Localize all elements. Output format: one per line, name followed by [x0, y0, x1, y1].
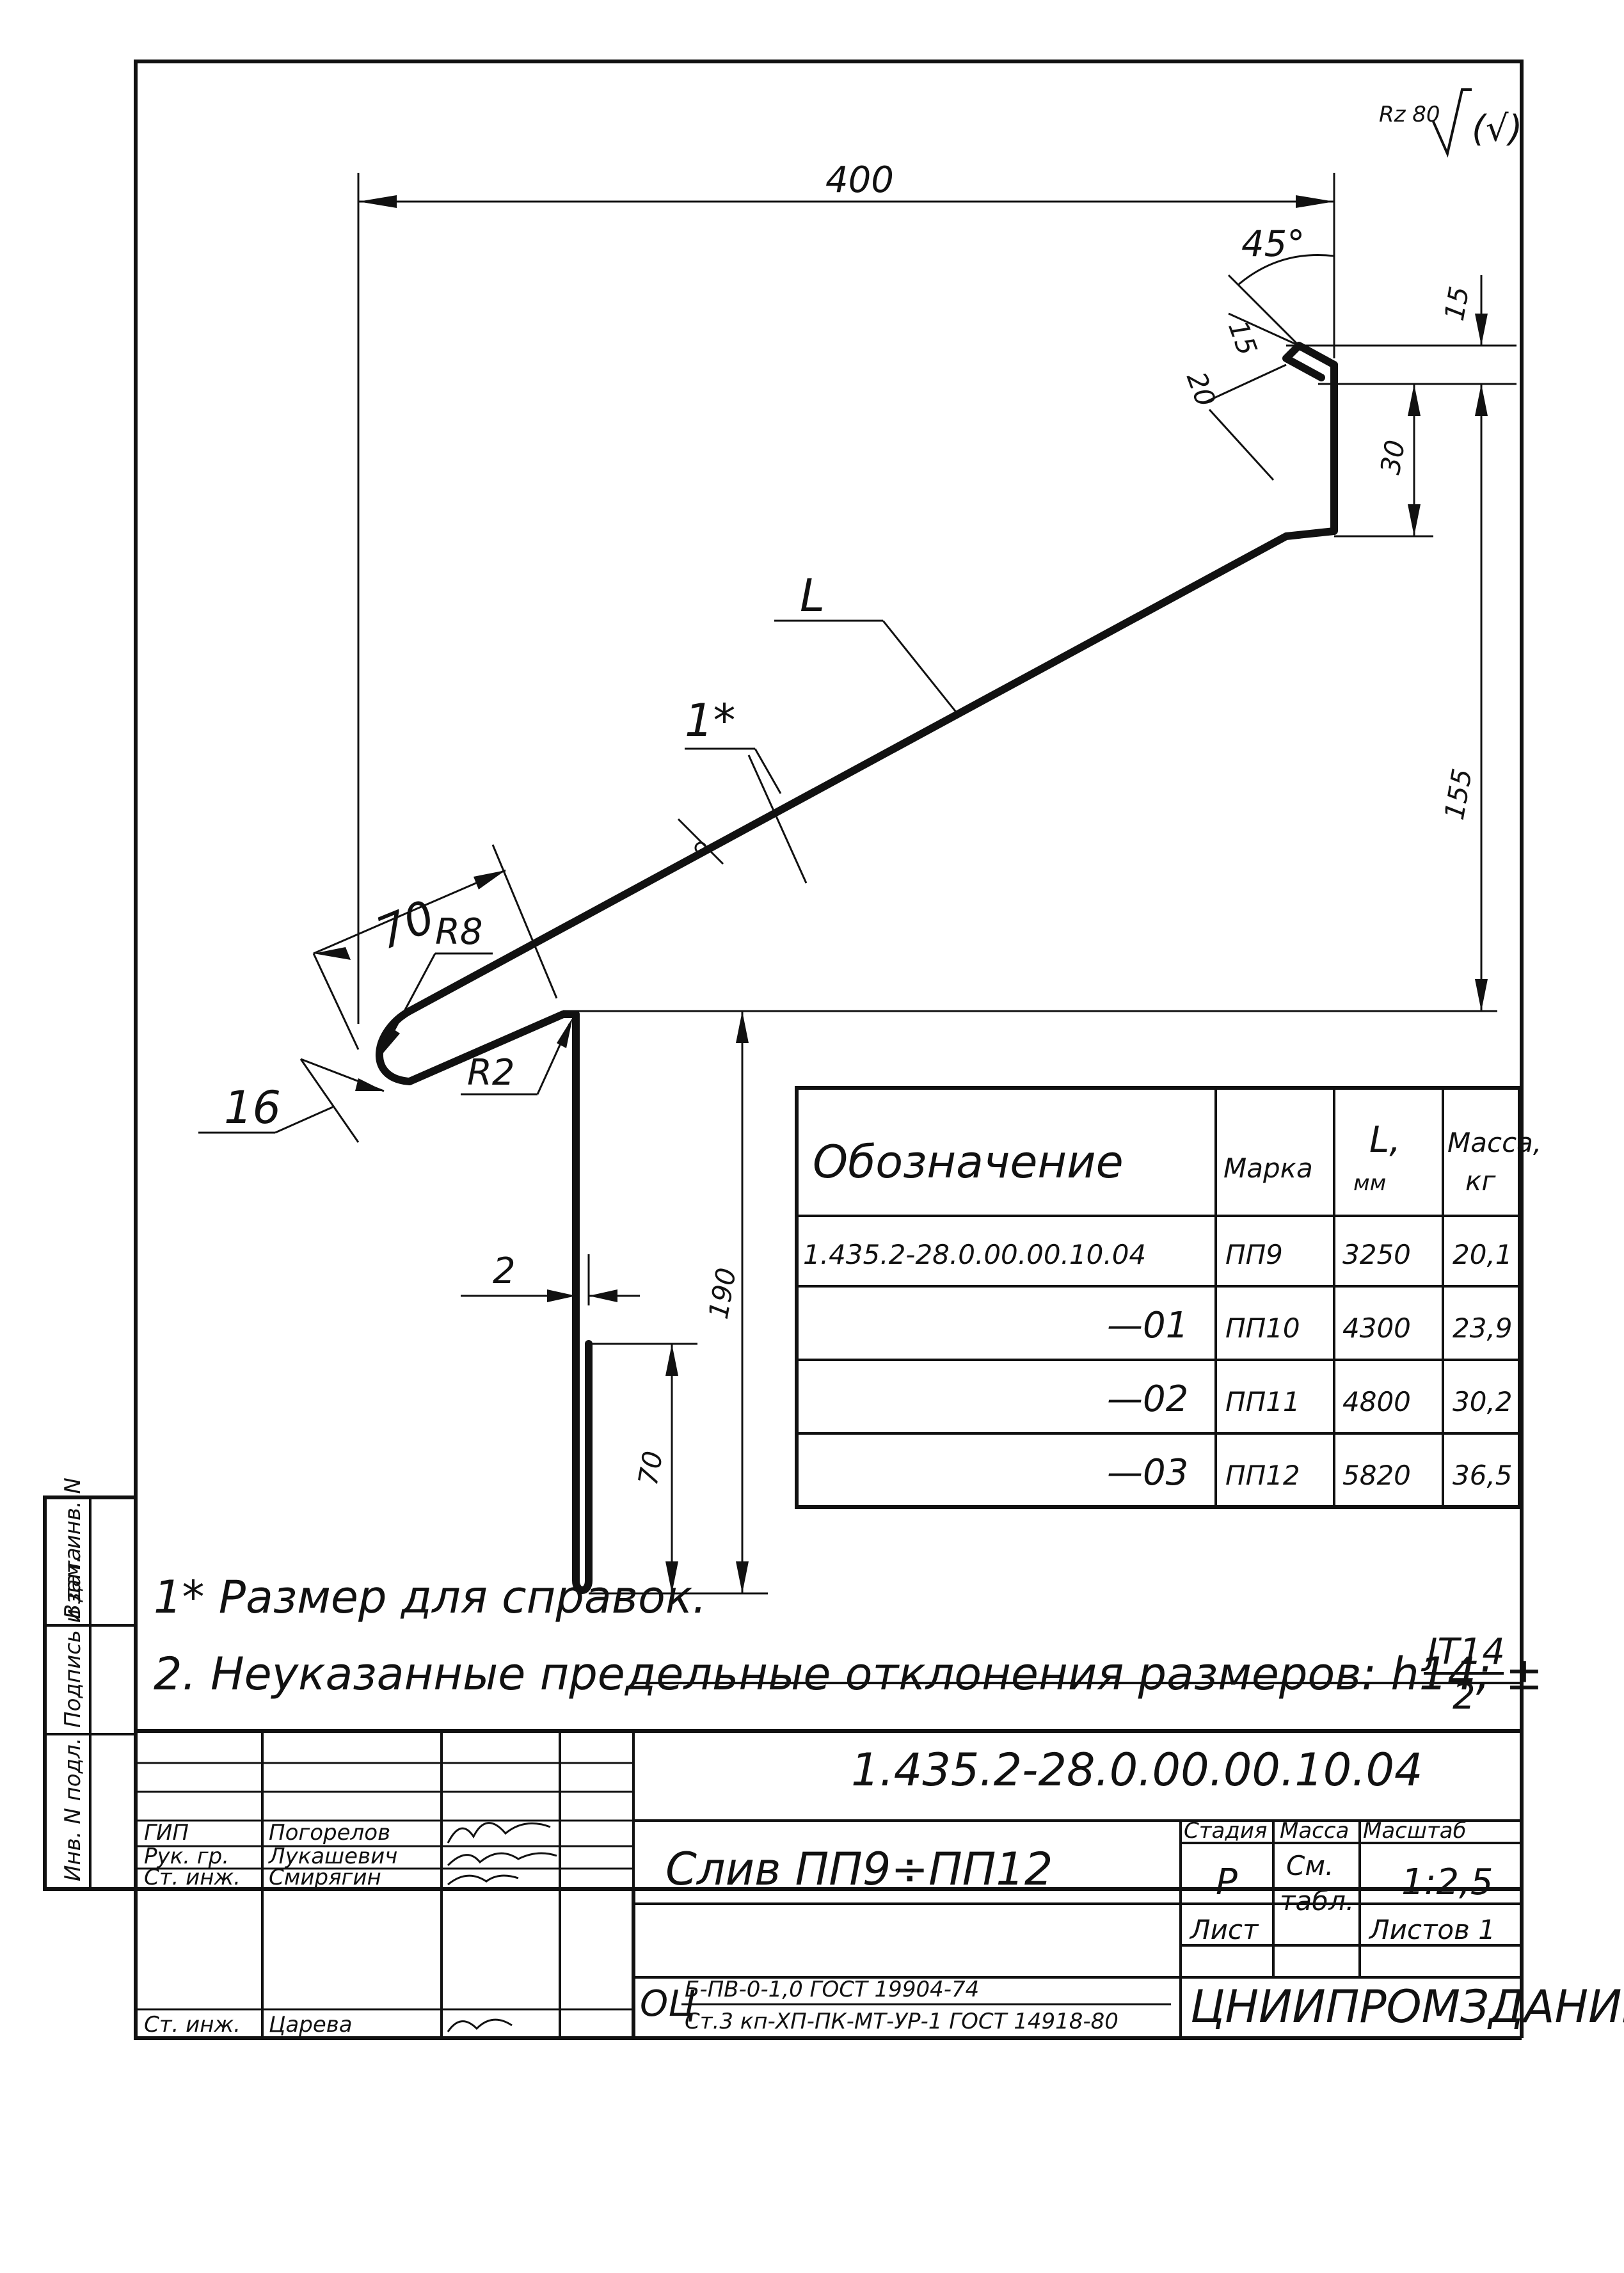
- signature-2: [447, 1852, 557, 1867]
- title-block: 1.435.2-28.0.00.00.10.04 Слив ПП9÷ПП12 С…: [136, 1682, 1624, 2038]
- dim-r2-text: R2: [467, 1052, 515, 1094]
- scale-label: Масштаб: [1363, 1818, 1467, 1844]
- header-mass-unit: кг: [1465, 1165, 1496, 1197]
- side-strip: Взам. инв. N Подпись и дата Инв. N подл.: [43, 1478, 138, 1891]
- staff-2-name: Смирягин: [269, 1865, 381, 1890]
- staff-1-name: Лукашевич: [267, 1844, 397, 1869]
- row-1-length: 4300: [1342, 1312, 1411, 1344]
- staff-0-role: ГИП: [144, 1820, 189, 1846]
- dim-20-text: 20: [1181, 368, 1222, 411]
- row-2-designation: —02: [1107, 1378, 1188, 1420]
- dim-r8-text: R8: [435, 911, 483, 953]
- dimension-400: 400: [357, 159, 1335, 1024]
- side-label-inv-replace: Взам. инв. N: [60, 1478, 86, 1619]
- profile-outline: [375, 361, 1338, 1594]
- dim-155-text: 155: [1438, 766, 1478, 822]
- dimension-bend: 15 20: [1181, 312, 1300, 481]
- roughness-paren: (√): [1472, 108, 1522, 150]
- dim-2-text: 2: [493, 1250, 516, 1292]
- row-0-mark: ПП9: [1225, 1239, 1283, 1270]
- row-3-mass: 36,5: [1453, 1460, 1513, 1491]
- row-0-designation: 1.435.2-28.0.00.00.10.04: [803, 1239, 1146, 1270]
- row-2-length: 4800: [1342, 1386, 1411, 1417]
- dim-L-text: L: [800, 570, 825, 622]
- roughness-mark: Rz 80 (√): [1379, 88, 1522, 158]
- doc-number: 1.435.2-28.0.00.00.10.04: [851, 1744, 1423, 1796]
- roughness-value: Rz 80: [1379, 102, 1440, 127]
- note-1: 1* Размер для справок.: [154, 1571, 706, 1623]
- header-length-unit: мм: [1353, 1170, 1386, 1196]
- row-1-designation: —01: [1107, 1305, 1188, 1346]
- drawing-frame: [134, 60, 1524, 1891]
- notes: 1* Размер для справок. 2. Неуказанные пр…: [154, 1571, 1543, 1718]
- row-3-length: 5820: [1342, 1460, 1411, 1491]
- note-2-numerator: JT14: [1421, 1631, 1505, 1673]
- spec-table: Обозначение Марка L, мм Масса, кг 1.435.…: [795, 1086, 1541, 1509]
- dim-15-bend-text: 15: [1222, 317, 1263, 360]
- material-line-1: Б-ПВ-0-1,0 ГОСТ 19904-74: [685, 1977, 979, 2002]
- staff-table-lower: Ст. инж. Царева: [134, 1887, 635, 2040]
- dim-190-text: 190: [703, 1265, 742, 1321]
- stage-value: Р: [1216, 1862, 1238, 1903]
- mass-value-2: табл.: [1280, 1885, 1354, 1917]
- side-label-inv-orig: Инв. N подл.: [60, 1737, 86, 1881]
- row-3-mark: ПП12: [1225, 1460, 1300, 1491]
- dimension-bottom-flange: 2 190 70: [461, 1010, 768, 1595]
- dimension-left-bend: 70 R8 R2 16: [198, 844, 573, 1143]
- sheet-label: Лист: [1189, 1914, 1259, 1945]
- staff-0-name: Погорелов: [269, 1820, 390, 1846]
- header-designation: Обозначение: [813, 1136, 1124, 1188]
- organization: ЦНИИПРОМЗДАНИЙ: [1190, 1981, 1624, 2033]
- dim-70-bottom-text: 70: [632, 1449, 669, 1488]
- dim-15-top-text: 15: [1438, 284, 1476, 323]
- part-name: Слив ПП9÷ПП12: [665, 1843, 1053, 1895]
- staff-3-name: Царева: [269, 2012, 353, 2038]
- sheets-label: Листов 1: [1368, 1914, 1495, 1945]
- signature-4: [447, 2018, 513, 2032]
- profile-drip-edge: [1282, 342, 1338, 381]
- staff-2-role: Ст. инж.: [144, 1865, 241, 1890]
- dimension-angle-45: 45°: [1227, 211, 1335, 358]
- mass-label: Масса: [1280, 1818, 1349, 1844]
- signature-1: [447, 1822, 551, 1844]
- row-0-length: 3250: [1342, 1239, 1411, 1270]
- dim-30-text: 30: [1374, 438, 1412, 477]
- stage-label: Стадия: [1184, 1818, 1267, 1844]
- staff-1-role: Рук. гр.: [144, 1844, 229, 1869]
- note-2: 2. Неуказанные предельные отклонения раз…: [154, 1648, 1543, 1700]
- row-3-designation: —03: [1107, 1452, 1188, 1494]
- mass-value-1: См.: [1286, 1850, 1333, 1881]
- dim-45-text: 45°: [1241, 223, 1305, 265]
- row-2-mark: ПП11: [1225, 1386, 1300, 1417]
- dimension-L: L: [774, 570, 961, 717]
- header-mass: Масса,: [1447, 1127, 1541, 1158]
- scale-value: 1:2,5: [1401, 1862, 1493, 1903]
- staff-3-role: Ст. инж.: [144, 2012, 241, 2038]
- dimension-ref-1: 1*: [677, 694, 808, 884]
- row-1-mass: 23,9: [1453, 1312, 1513, 1344]
- dim-16-text: 16: [224, 1081, 281, 1134]
- row-2-mass: 30,2: [1453, 1386, 1513, 1417]
- dimension-right-vertical: 15 30 155: [563, 275, 1517, 1012]
- row-0-mass: 20,1: [1453, 1239, 1513, 1270]
- header-mark: Марка: [1223, 1152, 1313, 1184]
- dim-400-text: 400: [825, 159, 894, 201]
- side-label-sign-date: Подпись и дата: [60, 1547, 86, 1728]
- material-line-2: Ст.3 кп-ХП-ПК-МТ-УР-1 ГОСТ 14918-80: [685, 2009, 1118, 2034]
- dim-70-top-text: 70: [369, 890, 442, 960]
- signature-3: [447, 1874, 519, 1886]
- dim-ref-1-text: 1*: [685, 694, 736, 747]
- row-1-mark: ПП10: [1225, 1312, 1300, 1344]
- header-length: L,: [1369, 1119, 1401, 1161]
